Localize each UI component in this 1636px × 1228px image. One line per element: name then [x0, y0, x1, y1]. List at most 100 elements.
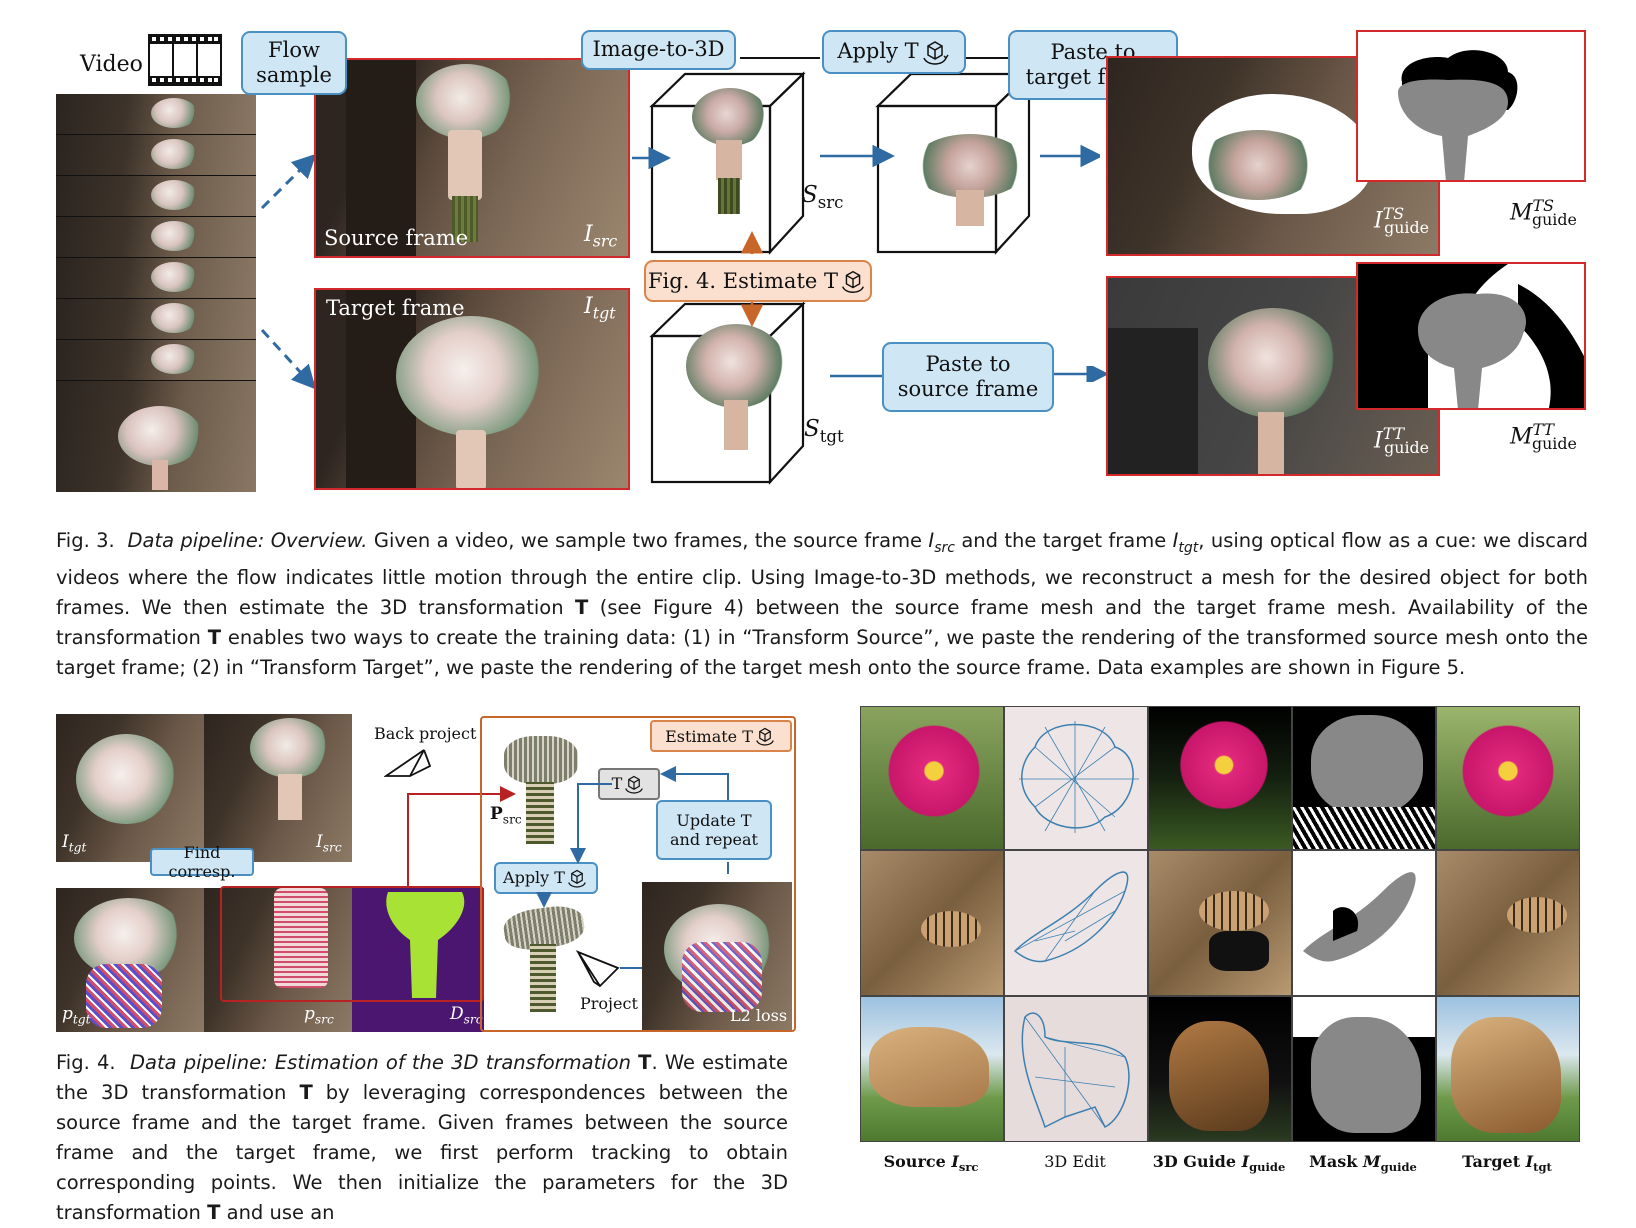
video-label: Video — [80, 52, 143, 77]
bouquet-thumb — [151, 221, 197, 251]
figure-3: Video — [0, 0, 1636, 500]
bouquet-stem — [152, 460, 168, 490]
col-label-3d-edit: 3D Edit — [1044, 1152, 1106, 1171]
horse — [1169, 1021, 1269, 1131]
col-label-guide: 3D Guide Iguide — [1152, 1152, 1286, 1175]
find-corresp-box: Find corresp. — [150, 843, 254, 881]
mesh-tgt — [686, 324, 786, 408]
row3-source — [860, 996, 1004, 1142]
target-frame-image: Target frame Itgt — [314, 288, 630, 490]
bouquet-thumb — [151, 303, 197, 333]
hole — [1209, 931, 1269, 971]
row2-mask — [1292, 850, 1436, 996]
correspondence-points — [274, 888, 328, 988]
row3-target — [1436, 996, 1580, 1142]
p-src-label: psrc — [304, 1004, 334, 1027]
estimate-region — [480, 716, 796, 1032]
estimate-t-box: Fig. 4. Estimate T — [644, 260, 872, 302]
dashed-arrows — [260, 153, 317, 390]
video-frames-strip — [56, 94, 256, 492]
flower — [1171, 717, 1277, 813]
mesh-src-wrap — [716, 140, 742, 180]
mask-tt-shape — [1358, 264, 1584, 408]
col-label-target: Target Itgt — [1462, 1152, 1552, 1175]
i-guide-tt-label: ITTguide — [1374, 424, 1430, 458]
image-to-3d-box: Image-to-3D — [581, 30, 736, 70]
mesh-transformed — [912, 134, 1028, 198]
flower — [879, 721, 989, 821]
chipmunk — [921, 911, 981, 947]
mask-ts-image — [1356, 30, 1586, 182]
col-label-source: Source Isrc — [883, 1152, 979, 1175]
bouquet-thumb — [118, 406, 202, 466]
i-tgt-label: Itgt — [584, 294, 616, 323]
row3-guide — [1148, 996, 1292, 1142]
paste-source-arrow — [1054, 366, 1109, 382]
figure-3-caption: Fig. 3. Data pipeline: Overview. Given a… — [56, 529, 1588, 679]
wireframe-horse — [1021, 1012, 1130, 1129]
source-frame-image: Source frame Isrc — [314, 58, 630, 258]
fig4-p-tgt-image: ptgt — [56, 888, 204, 1032]
overlay-points — [682, 942, 762, 1012]
point-cloud-src — [504, 736, 578, 784]
bouquet-thumb — [151, 139, 197, 169]
bouquet-thumb — [151, 98, 197, 128]
target-frame-label: Target frame — [326, 296, 465, 320]
project-label: Project — [580, 994, 638, 1013]
pasted-bouquet — [1198, 130, 1318, 200]
point-cloud-src-stem — [526, 782, 554, 844]
col-label-mask: Mask Mguide — [1309, 1152, 1417, 1175]
horse — [869, 1027, 989, 1107]
bouquet-thumb — [151, 180, 197, 210]
bouquet — [416, 64, 516, 139]
transform-cube-icon — [756, 727, 774, 746]
l2-loss-image: L2 loss — [642, 882, 792, 1030]
pasted-bouquet — [1208, 308, 1338, 418]
flower — [1453, 721, 1563, 821]
red-bracket — [220, 886, 484, 1002]
figure-5-grid: Source Isrc 3D Edit 3D Guide Iguide Mask… — [860, 706, 1582, 1174]
camera-icon — [384, 749, 432, 777]
film-strip-icon — [148, 34, 222, 86]
mask-ts-shape — [1398, 50, 1518, 180]
back-project-arrow — [407, 786, 516, 888]
row2-guide — [1148, 850, 1292, 996]
p-tgt-label: ptgt — [62, 1004, 91, 1027]
p-src-bold-label: Psrc — [490, 804, 522, 827]
mask-horse — [1311, 1017, 1421, 1133]
pasted-wrap — [1258, 412, 1284, 474]
i-tgt-label: Itgt — [62, 832, 87, 855]
m-guide-tt-label: MTTguide — [1510, 420, 1577, 454]
dark-block — [1108, 328, 1198, 474]
estimate-t-box-small: Estimate T — [650, 720, 792, 752]
bouquet-thumb — [151, 344, 197, 374]
transform-cube-icon — [922, 41, 949, 65]
bouquet-wrap — [278, 774, 302, 820]
row2-3d-edit — [1004, 850, 1148, 996]
row1-3d-edit — [1004, 706, 1148, 850]
figure-4-caption: Fig. 4. Data pipeline: Estimation of the… — [56, 1051, 788, 1224]
back-project-label: Back project — [374, 724, 477, 743]
transform-cube-icon — [842, 270, 864, 293]
fig4-i-tgt-image: Itgt — [56, 714, 204, 862]
i-src-label: Isrc — [316, 832, 342, 855]
bouquet — [396, 316, 546, 436]
l2-loss-label: L2 loss — [730, 1006, 788, 1025]
apply-t-box: Apply T — [822, 30, 966, 74]
bouquet — [250, 718, 330, 778]
bouquet-wrap — [456, 430, 486, 488]
depth-shape — [386, 892, 465, 998]
s-src-label: Ssrc — [802, 182, 844, 212]
s-tgt-label: Stgt — [804, 416, 844, 446]
figure-4: Itgt Isrc Find corresp. ptgt psrc Dsrc B… — [56, 712, 796, 1032]
mask-tt-image — [1356, 262, 1586, 410]
bouquet — [76, 734, 176, 824]
chipmunk — [1199, 891, 1269, 931]
wireframe-flower — [1019, 721, 1139, 833]
mask-noise — [1293, 807, 1435, 849]
row3-mask — [1292, 996, 1436, 1142]
source-frame-label: Source frame — [324, 226, 469, 250]
